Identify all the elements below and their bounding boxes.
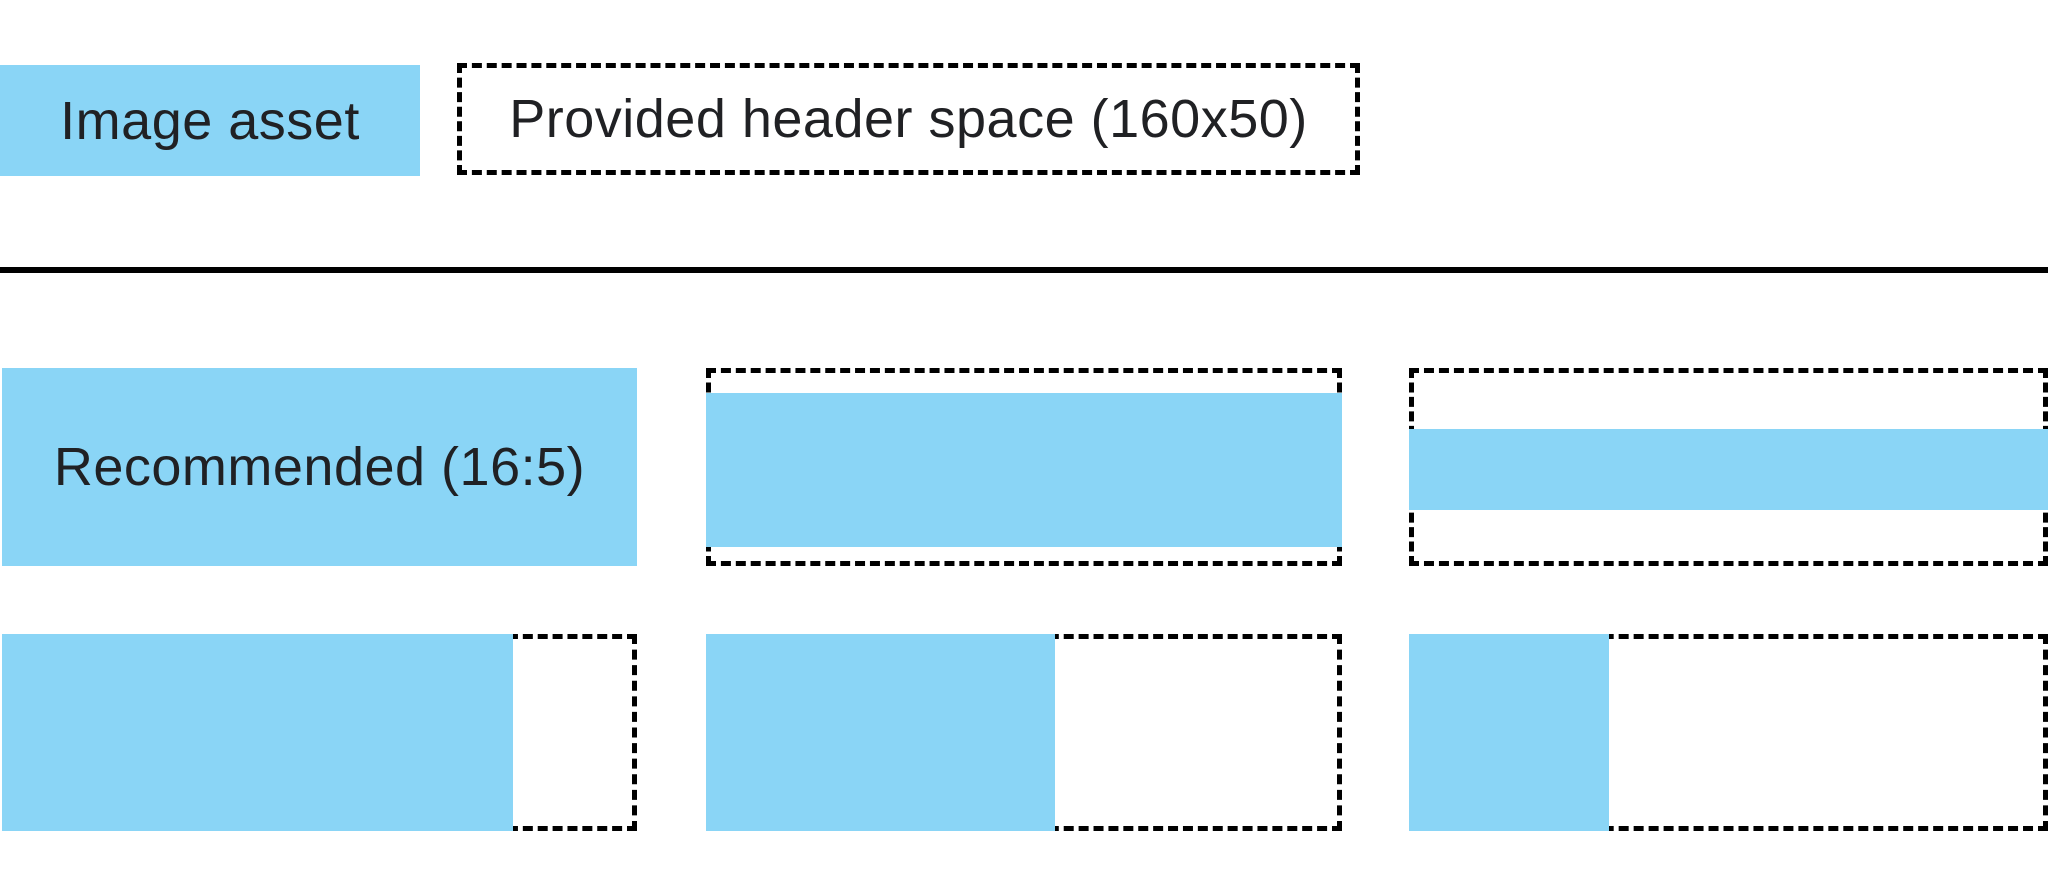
image-asset-fill bbox=[2, 634, 514, 831]
example-tall-asset-pillarboxed-55 bbox=[706, 634, 1342, 831]
image-asset-fill bbox=[706, 634, 1056, 831]
image-asset-fill bbox=[1409, 429, 2048, 510]
example-tall-asset-pillarboxed-81 bbox=[2, 634, 637, 831]
example-wide-asset-letterboxed bbox=[706, 368, 1342, 566]
image-asset-fill bbox=[2, 368, 637, 566]
image-asset-fill bbox=[706, 392, 1342, 547]
example-extra-wide-asset-letterboxed bbox=[1409, 368, 2048, 566]
section-divider bbox=[0, 267, 2048, 273]
example-tall-asset-pillarboxed-31 bbox=[1409, 634, 2048, 831]
image-asset-swatch: Image asset bbox=[0, 65, 420, 176]
provided-header-space-box: Provided header space (160x50) bbox=[457, 63, 1360, 175]
image-asset-fill bbox=[1409, 634, 1609, 831]
recommended-label: Recommended (16:5) bbox=[53, 437, 586, 497]
image-asset-label: Image asset bbox=[60, 90, 360, 151]
example-recommended-16-5: Recommended (16:5) bbox=[2, 368, 637, 566]
provided-header-space-label: Provided header space (160x50) bbox=[509, 89, 1308, 149]
